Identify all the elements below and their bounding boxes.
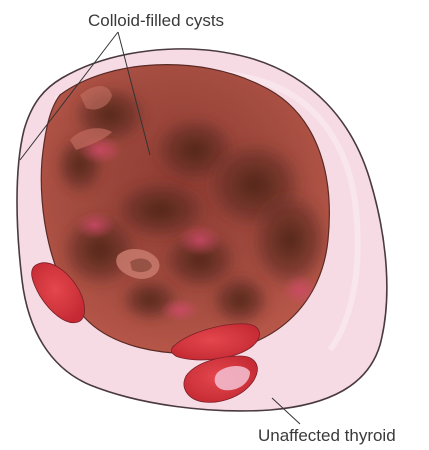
colloid-cysts-label: Colloid-filled cysts <box>88 12 224 29</box>
unaffected-thyroid-label: Unaffected thyroid <box>258 427 396 444</box>
